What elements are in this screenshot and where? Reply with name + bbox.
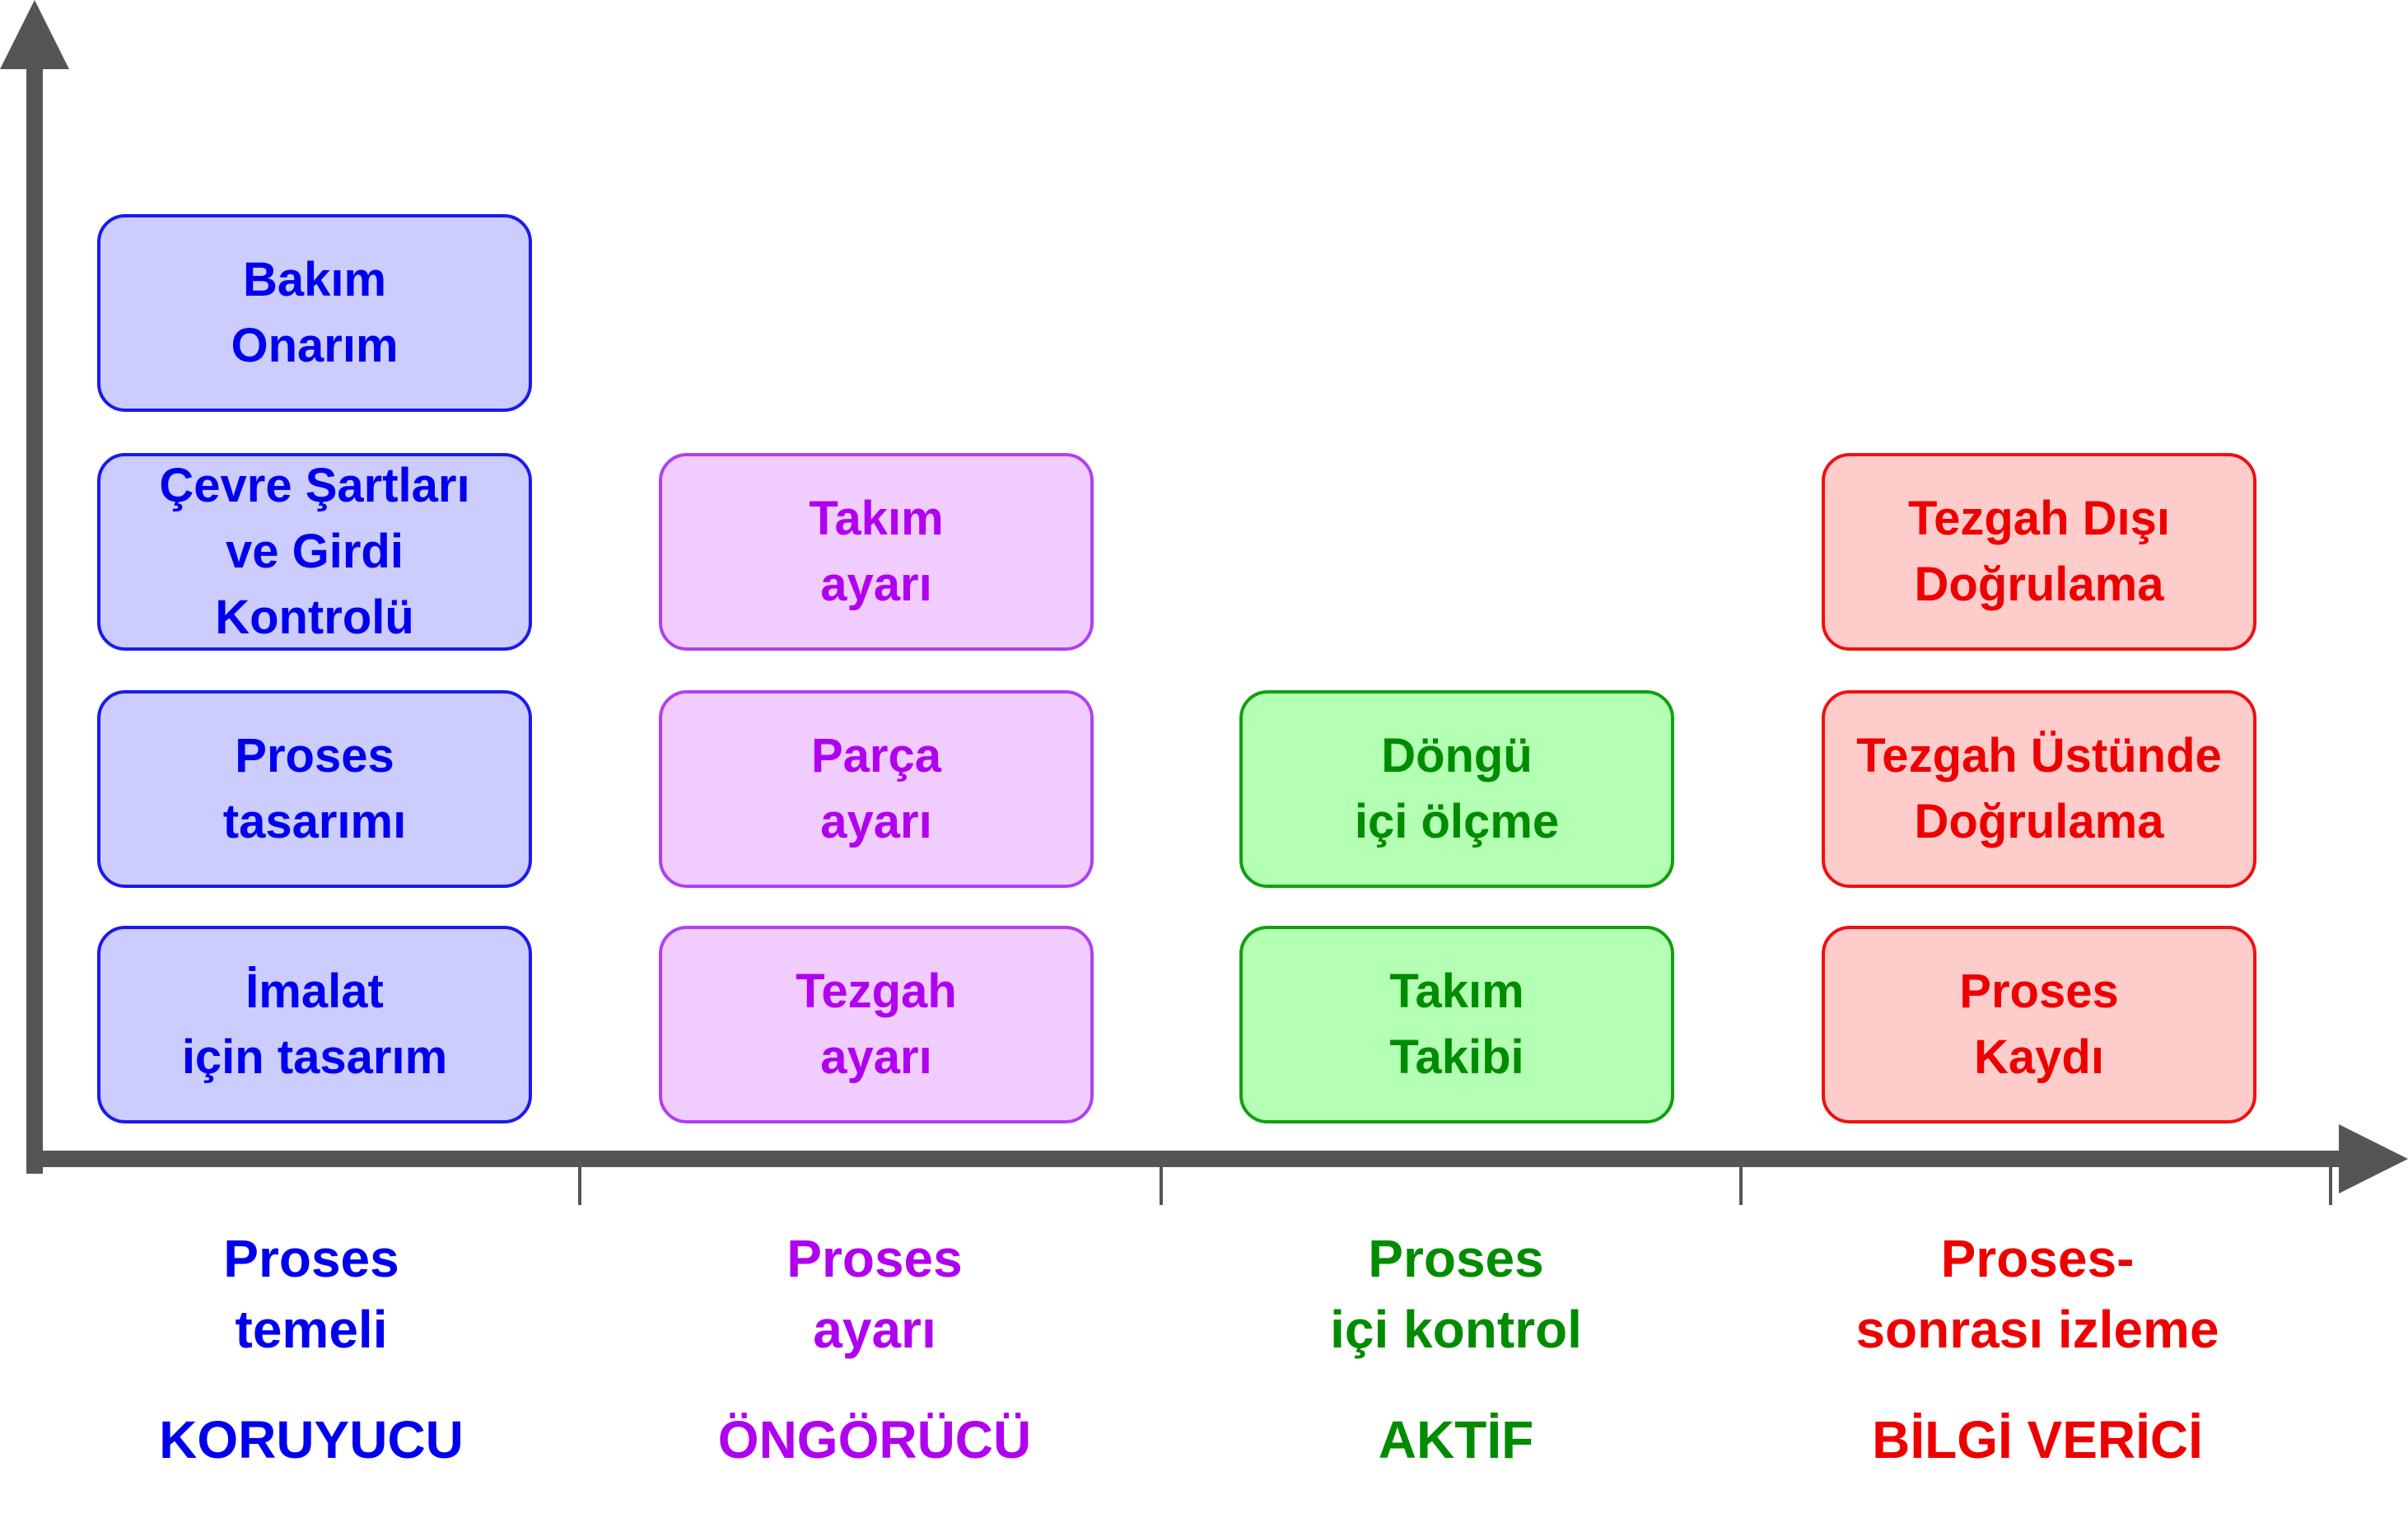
column-label: Proses içi kontrol — [1330, 1229, 1582, 1359]
column-label: Proses ayarı — [786, 1229, 963, 1359]
step-box: Takım Takibi — [1239, 926, 1674, 1123]
step-box: Tezgah ayarı — [659, 926, 1094, 1123]
step-box: Tezgah Üstünde Doğrulama — [1822, 690, 2256, 888]
x-axis-line — [26, 1151, 2349, 1167]
column-category: AKTİF — [1378, 1410, 1534, 1469]
x-axis-arrowhead — [2339, 1124, 2408, 1193]
y-axis-arrowhead — [0, 0, 69, 69]
step-box: Parça ayarı — [659, 690, 1094, 888]
step-box: Tezgah Dışı Doğrulama — [1822, 453, 2256, 651]
step-box: Döngü içi ölçme — [1239, 690, 1674, 888]
step-box: Bakım Onarım — [97, 214, 532, 412]
x-axis-tick — [2329, 1167, 2332, 1205]
column-category: KORUYUCU — [159, 1410, 464, 1469]
step-box: İmalat için tasarım — [97, 926, 532, 1123]
x-axis-tick — [1739, 1167, 1743, 1205]
x-axis-tick — [578, 1167, 581, 1205]
column-label: Proses- sonrası izleme — [1855, 1229, 2219, 1359]
column-label: Proses temeli — [223, 1229, 399, 1359]
step-box: Proses tasarımı — [97, 690, 532, 888]
step-box: Takım ayarı — [659, 453, 1094, 651]
x-axis-tick — [1160, 1167, 1163, 1205]
y-axis-line — [26, 58, 43, 1174]
step-box: Çevre Şartları ve Girdi Kontrolü — [97, 453, 532, 651]
axis-lines — [0, 0, 2408, 1205]
column-category: BİLGİ VERİCİ — [1872, 1410, 2203, 1469]
step-box: Proses Kaydı — [1822, 926, 2256, 1123]
column-category: ÖNGÖRÜCÜ — [717, 1410, 1032, 1469]
